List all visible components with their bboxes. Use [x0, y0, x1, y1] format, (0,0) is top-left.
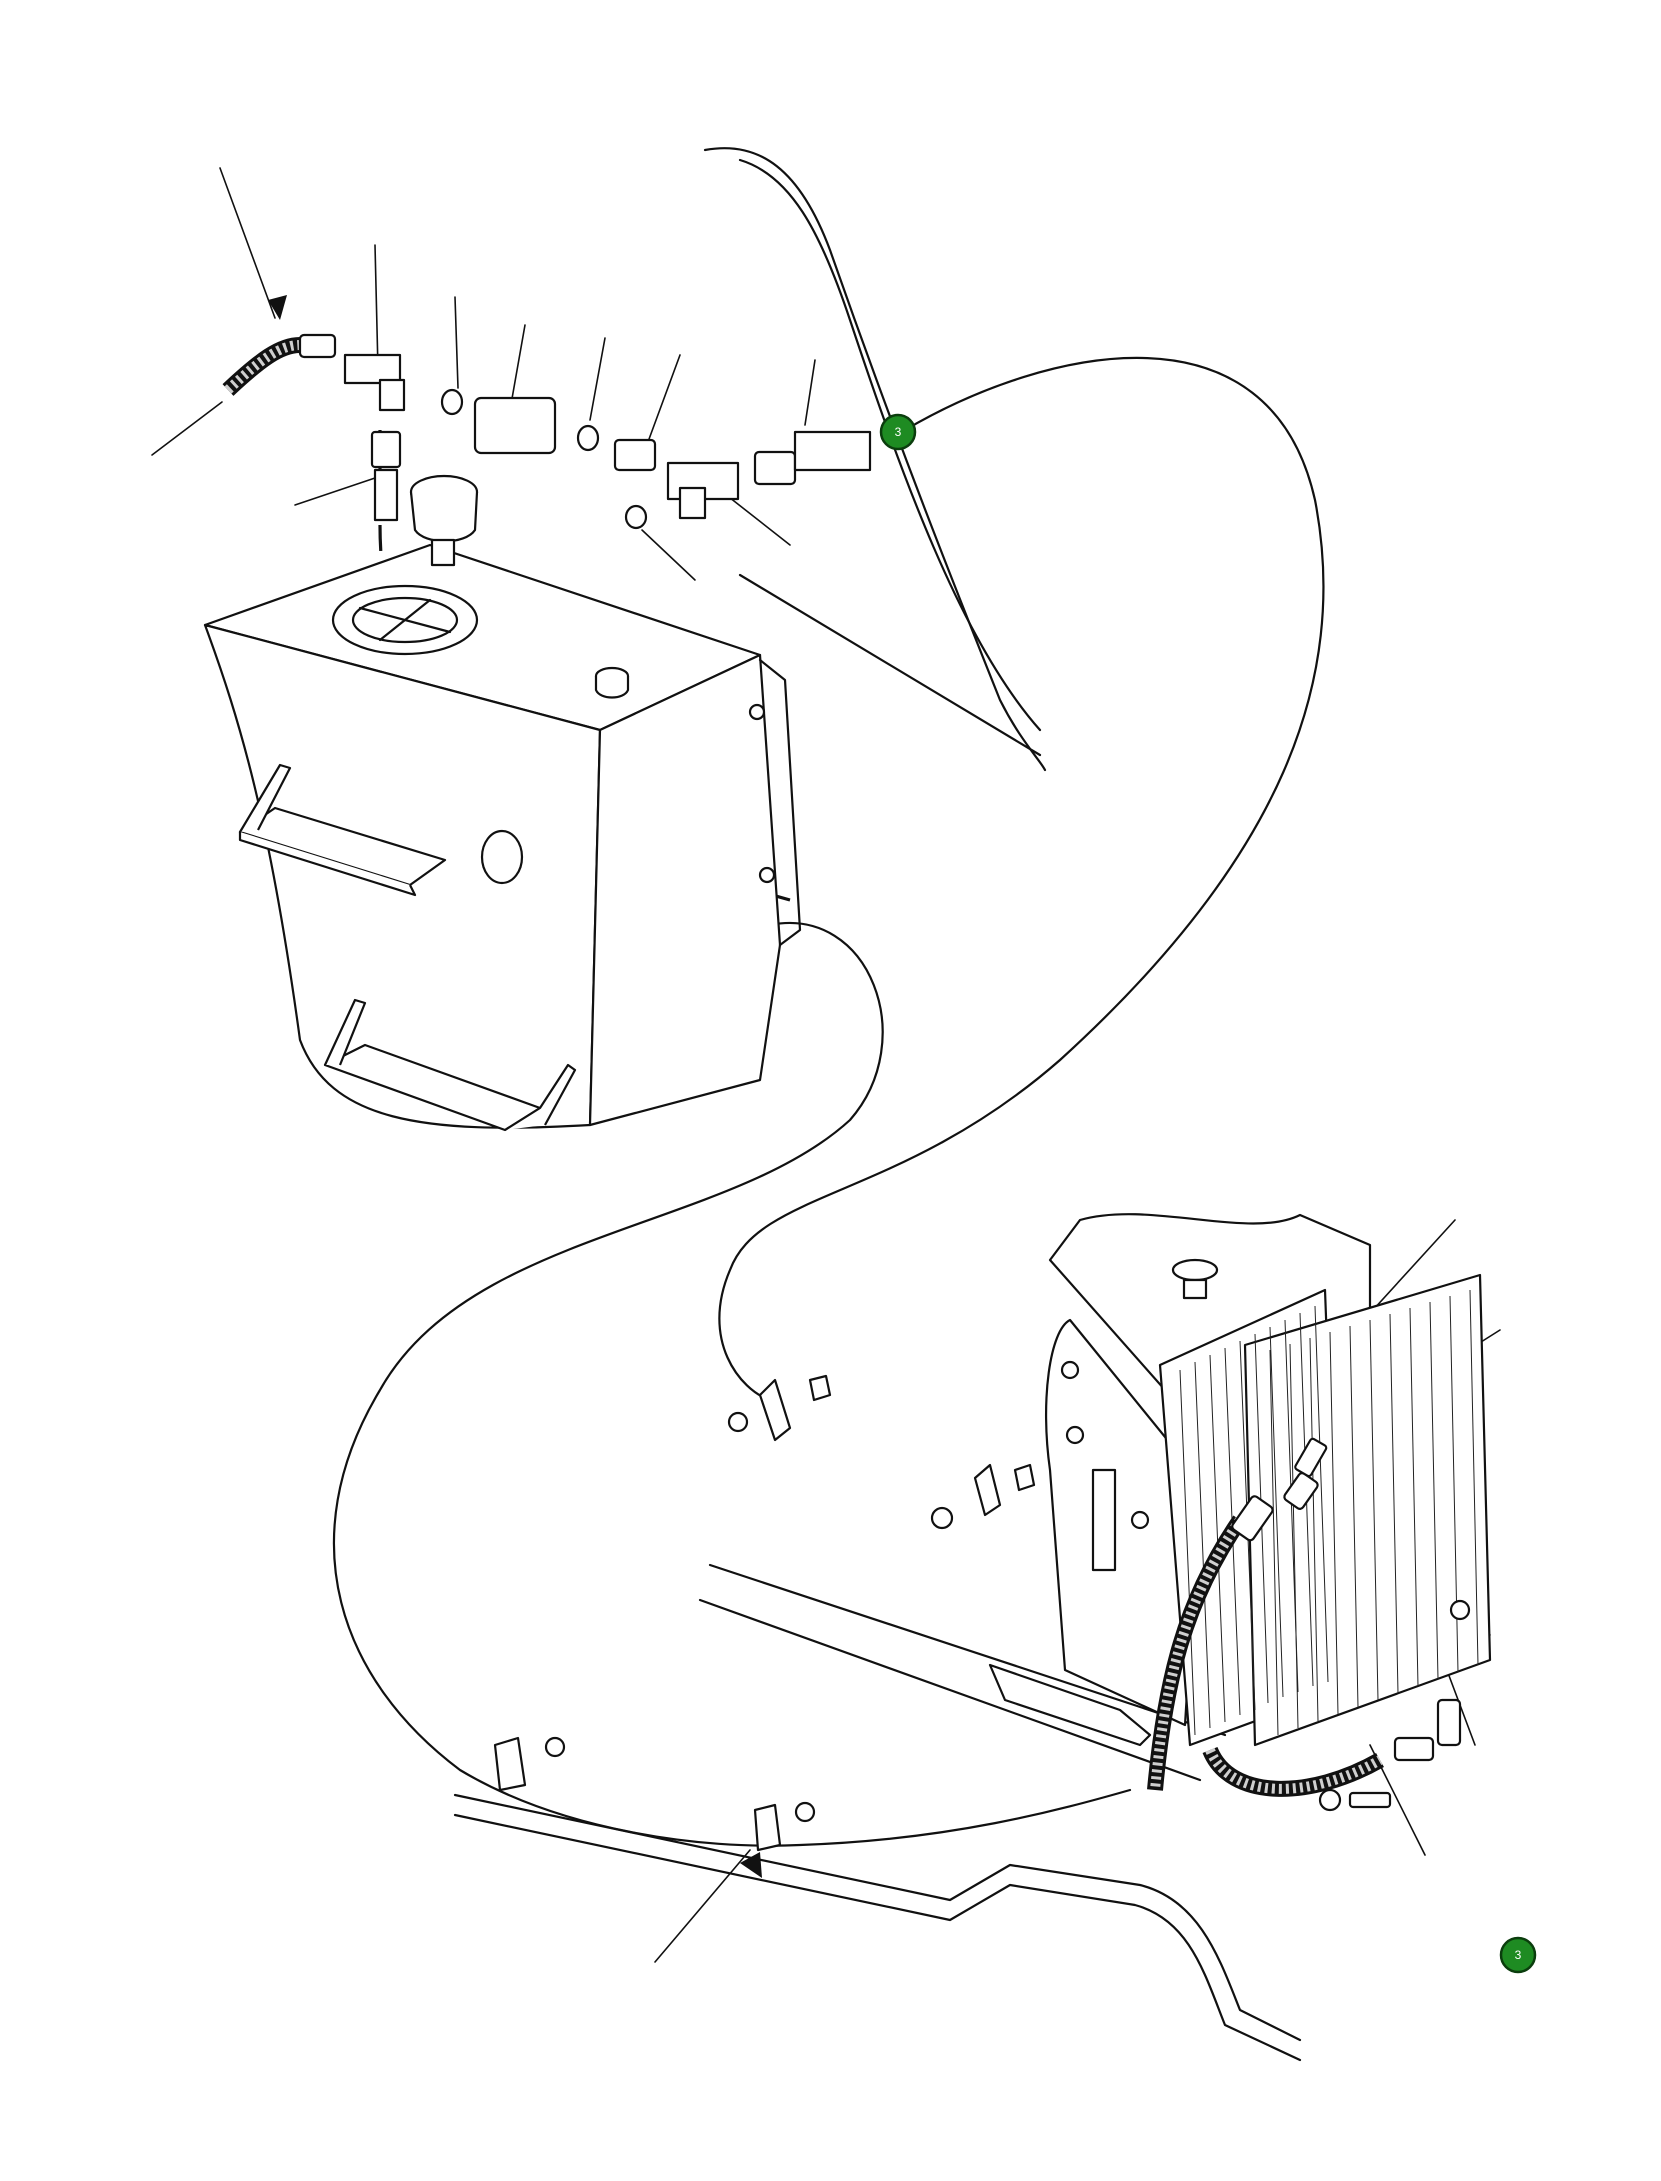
- svg-text:3: 3: [1515, 1948, 1522, 1962]
- vehicle-body-outline: [703, 147, 1047, 772]
- hydraulic-line: [718, 356, 1325, 1402]
- svg-text:3: 3: [895, 425, 902, 439]
- hydraulic-return-line: [332, 922, 1132, 1847]
- upper-step: [238, 763, 447, 897]
- cooler-hoses: [1147, 1437, 1462, 1797]
- clamp-hardware: [493, 1374, 1392, 1852]
- radiator-assembly: [988, 1213, 1492, 1747]
- lower-frame-rail: [453, 1563, 1302, 2062]
- callout-marker[interactable]: 3: [1499, 1936, 1537, 1974]
- upper-fittings-assembly: [222, 333, 872, 567]
- callout-marker[interactable]: 3: [879, 413, 917, 451]
- lower-step: [323, 998, 577, 1132]
